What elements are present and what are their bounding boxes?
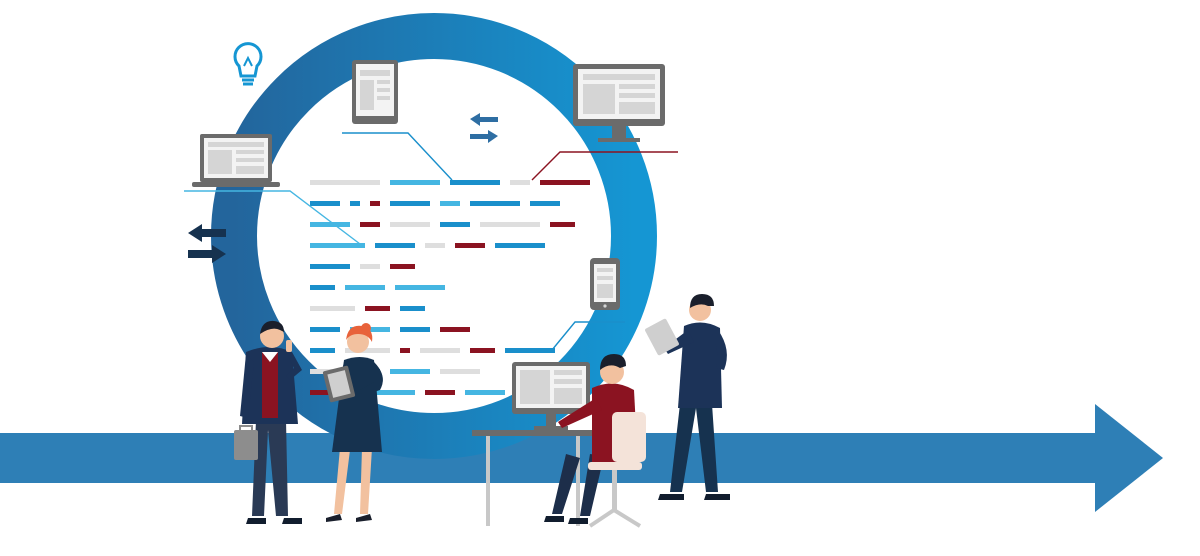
- code-dash: [440, 327, 470, 332]
- sync-arrows-icon: [470, 113, 498, 143]
- code-dash: [350, 201, 360, 206]
- phone-icon: [590, 258, 620, 310]
- code-dash: [310, 243, 365, 248]
- code-dash: [310, 201, 340, 206]
- man-with-clipboard: [645, 294, 730, 500]
- code-dash: [310, 285, 335, 290]
- code-dash: [310, 222, 350, 227]
- code-dash: [310, 264, 350, 269]
- code-dash: [495, 243, 545, 248]
- man-with-briefcase: [234, 320, 302, 524]
- code-dash: [310, 390, 335, 395]
- code-dash: [425, 243, 445, 248]
- code-dash: [505, 348, 555, 353]
- desk-workstation: [472, 362, 596, 526]
- monitor-icon: [573, 64, 665, 142]
- code-dash: [465, 390, 505, 395]
- code-dash: [440, 201, 460, 206]
- tablet-icon: [352, 60, 398, 124]
- code-dash: [375, 243, 415, 248]
- code-dash: [390, 369, 430, 374]
- code-dash: [345, 348, 390, 353]
- connector-lines: [184, 132, 678, 351]
- code-dash: [370, 201, 380, 206]
- code-dash: [440, 369, 480, 374]
- lightbulb-icon: [233, 42, 263, 86]
- code-dash: [470, 348, 495, 353]
- woman-with-tablet: [322, 323, 383, 522]
- code-dash: [450, 180, 500, 185]
- timeline-arrow: [0, 404, 1163, 512]
- cycle-ring: [211, 13, 657, 459]
- code-dash: [400, 327, 430, 332]
- code-dash: [530, 201, 560, 206]
- code-dash: [400, 348, 410, 353]
- code-dash: [420, 348, 460, 353]
- code-dash: [400, 306, 425, 311]
- seated-man: [544, 354, 646, 528]
- code-dash: [470, 201, 520, 206]
- code-dash: [345, 285, 385, 290]
- code-dash: [480, 222, 540, 227]
- code-dash: [360, 264, 380, 269]
- code-dash: [310, 348, 335, 353]
- code-dash: [425, 390, 455, 395]
- code-dash: [540, 180, 590, 185]
- code-dash: [390, 201, 430, 206]
- code-dash: [375, 390, 415, 395]
- code-dash: [440, 222, 470, 227]
- laptop-icon: [192, 134, 280, 187]
- code-dash: [310, 327, 340, 332]
- code-dash: [510, 180, 530, 185]
- code-dash: [310, 180, 380, 185]
- code-dash: [365, 306, 390, 311]
- code-dash: [395, 285, 445, 290]
- sync-arrows-large-icon: [188, 224, 226, 263]
- code-dash: [360, 222, 380, 227]
- code-dash: [390, 222, 430, 227]
- code-dash: [390, 180, 440, 185]
- code-dash: [390, 264, 415, 269]
- code-dash: [455, 243, 485, 248]
- chair-back: [612, 412, 646, 462]
- code-dash: [310, 306, 355, 311]
- code-dash: [550, 222, 575, 227]
